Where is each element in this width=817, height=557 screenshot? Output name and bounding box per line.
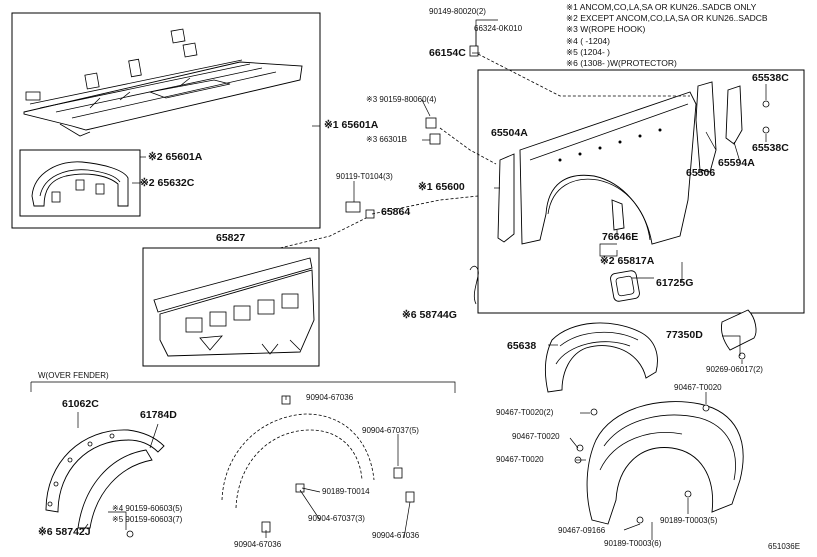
label-58742j[interactable]: ※6 58742J (38, 526, 91, 538)
label-66301b[interactable]: ※3 66301B (366, 135, 407, 144)
label-65600[interactable]: ※1 65600 (418, 181, 465, 193)
liner-part (544, 322, 658, 393)
label-61784d[interactable]: 61784D (140, 409, 177, 421)
over-fender-part (45, 429, 165, 529)
bracket-part (611, 199, 625, 231)
label-90904-67036-top[interactable]: 90904-67036 (306, 393, 354, 402)
label-90119-t0104[interactable]: 90119-T0104(3) (336, 172, 393, 181)
box-front-panel (142, 247, 320, 367)
label-90467-t0020-2[interactable]: 90467-T0020(2) (496, 408, 554, 417)
box-side-panel (477, 69, 805, 314)
label-65594a[interactable]: 65594A (718, 157, 755, 169)
middle-liner-part (221, 395, 415, 533)
note-4: ※4 ( -1204) (566, 36, 610, 46)
rear-liner-part (586, 401, 744, 525)
label-90159-80060[interactable]: ※3 90159-80060(4) (366, 95, 437, 104)
fuel-door-part (721, 309, 757, 351)
group-label-over-fender: W(OVER FENDER) (38, 371, 109, 380)
label-76646e[interactable]: 76646E (602, 231, 639, 243)
figure-id: 651036E (768, 542, 801, 551)
label-61725g[interactable]: 61725G (656, 277, 694, 289)
wheelhouse-part (31, 161, 129, 207)
label-90904-67036-bottom-left[interactable]: 90904-67036 (234, 540, 282, 549)
label-58744g[interactable]: ※6 58744G (402, 309, 457, 321)
note-6: ※6 (1308- )W(PROTECTOR) (566, 58, 677, 68)
note-5: ※5 (1204- ) (566, 47, 610, 57)
label-77350d[interactable]: 77350D (666, 329, 703, 341)
hook-part (425, 117, 437, 129)
label-90904-67036-bottom-right[interactable]: 90904-67036 (372, 531, 420, 540)
label-66154c[interactable]: 66154C (429, 47, 466, 59)
pillar-part (497, 153, 515, 243)
label-90159-60603-5[interactable]: ※4 90159-60603(5) (112, 504, 183, 513)
label-90904-67037-3[interactable]: 90904-67037(3) (308, 514, 365, 523)
label-65632c[interactable]: ※2 65632C (140, 177, 195, 189)
label-65506[interactable]: 65506 (686, 167, 716, 179)
label-65601a-sub[interactable]: ※2 65601A (148, 151, 203, 163)
rear-pillar-part (695, 81, 717, 173)
label-90467-09166[interactable]: 90467-09166 (558, 526, 606, 535)
bed-floor-part (23, 28, 303, 137)
label-65817a[interactable]: ※2 65817A (600, 255, 655, 267)
label-90269-06017[interactable]: 90269-06017(2) (706, 365, 763, 374)
label-65638[interactable]: 65638 (507, 340, 537, 352)
label-61062c[interactable]: 61062C (62, 398, 99, 410)
box-over-fender (31, 381, 456, 393)
label-65864[interactable]: 65864 (381, 206, 411, 218)
note-2: ※2 EXCEPT ANCOM,CO,LA,SA OR KUN26..SADCB (566, 13, 768, 23)
leader-lines (77, 19, 767, 540)
label-66324-0k010[interactable]: 66324-0K010 (474, 24, 523, 33)
label-65538c-bottom[interactable]: 65538C (752, 142, 789, 154)
label-90159-60603-7[interactable]: ※5 90159-60603(7) (112, 515, 183, 524)
label-90189-t0003-6[interactable]: 90189-T0003(6) (604, 539, 662, 548)
label-65601a[interactable]: ※1 65601A (324, 119, 379, 131)
box-bed-floor (11, 12, 321, 229)
label-65827[interactable]: 65827 (216, 232, 246, 244)
fuel-inlet-part (610, 270, 640, 302)
label-90904-67037-5[interactable]: 90904-67037(5) (362, 426, 419, 435)
label-90189-t0014[interactable]: 90189-T0014 (322, 487, 370, 496)
label-90467-t0020-top[interactable]: 90467-T0020 (674, 383, 722, 392)
label-90149-80020[interactable]: 90149-80020(2) (429, 7, 486, 16)
note-1: ※1 ANCOM,CO,LA,SA OR KUN26..SADCB ONLY (566, 2, 757, 12)
label-90467-t0020-b[interactable]: 90467-T0020 (496, 455, 544, 464)
label-90467-t0020-a[interactable]: 90467-T0020 (512, 432, 560, 441)
front-panel-part (153, 257, 315, 357)
extension-part (725, 85, 743, 145)
side-panel-part (519, 91, 697, 245)
note-3: ※3 W(ROPE HOOK) (566, 24, 646, 34)
label-65538c-top[interactable]: 65538C (752, 72, 789, 84)
label-90189-t0003-5[interactable]: 90189-T0003(5) (660, 516, 718, 525)
label-65504a[interactable]: 65504A (491, 127, 528, 139)
